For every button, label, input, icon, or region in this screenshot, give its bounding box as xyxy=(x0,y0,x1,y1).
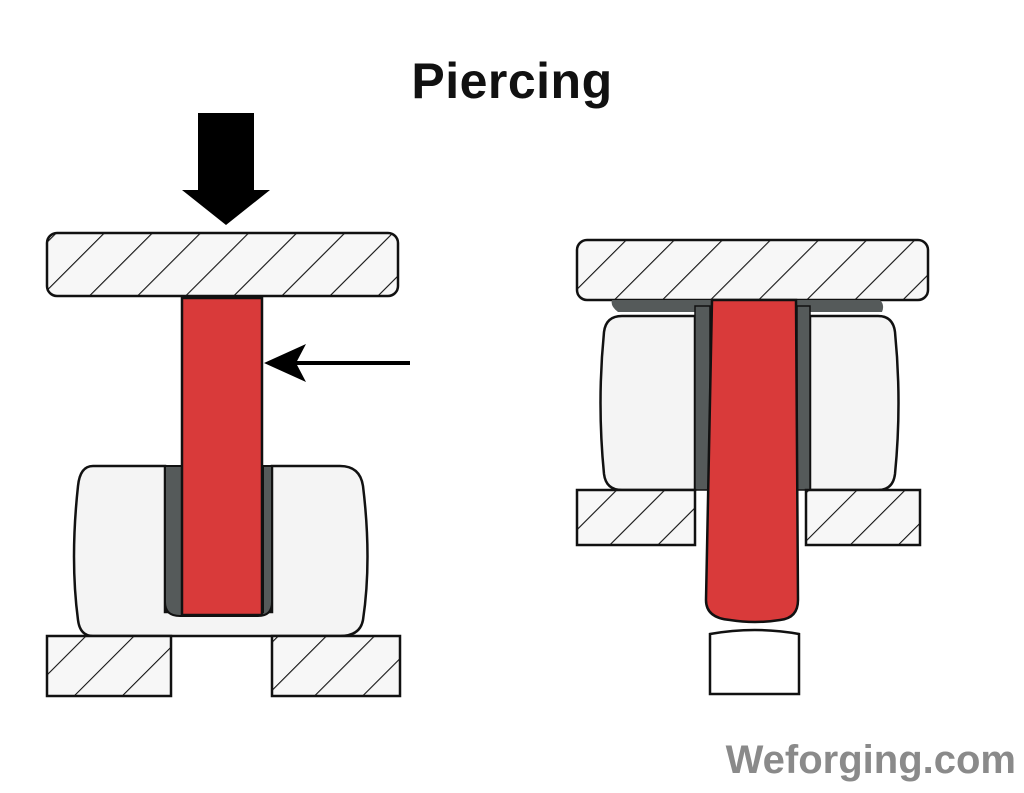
top-die-right xyxy=(575,238,930,302)
punch-right xyxy=(704,298,800,624)
punch-left xyxy=(180,296,264,617)
bottom-die-right-a xyxy=(575,488,697,547)
figure-right xyxy=(575,238,930,696)
bottom-die-left-b xyxy=(270,634,402,698)
top-die-left xyxy=(45,231,400,298)
press-force-arrow xyxy=(182,113,270,225)
workpiece-right-right xyxy=(808,314,900,492)
flash-lining-right-b xyxy=(796,305,811,491)
diagram-title: Piercing xyxy=(411,53,613,109)
pointer-arrow xyxy=(264,344,410,382)
bottom-die-right-b xyxy=(804,488,922,547)
watermark: Weforging.com xyxy=(725,738,1016,782)
bottom-die-left-a xyxy=(45,634,173,698)
figure-left xyxy=(45,113,410,698)
workpiece-right-left xyxy=(599,314,697,492)
slug xyxy=(708,628,801,696)
